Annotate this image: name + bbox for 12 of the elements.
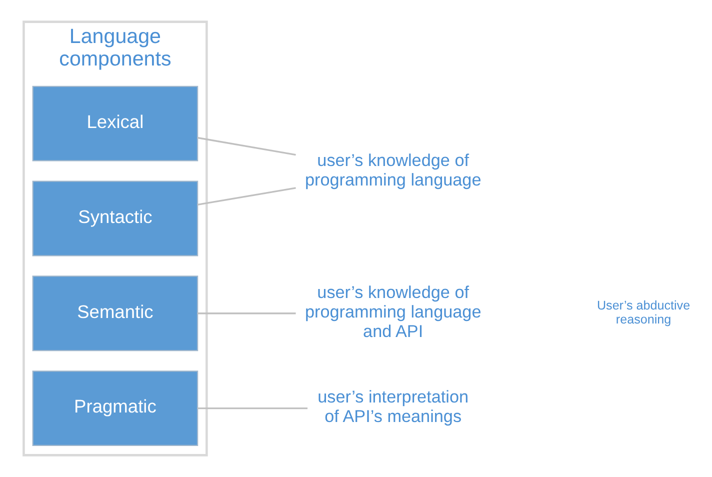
node-box: Lexical — [32, 86, 198, 162]
connector — [196, 136, 296, 156]
node-box: Syntactic — [32, 180, 198, 256]
node-text: user’s knowledge of programming language — [304, 150, 481, 190]
node-text: user’s knowledge of programming language and API — [304, 282, 481, 341]
connector — [197, 407, 307, 410]
node-box: Semantic — [32, 276, 198, 352]
node-text: user’s interpretation of API’s meanings — [317, 386, 468, 426]
connector — [197, 312, 296, 314]
connector — [196, 187, 296, 206]
node-box: Pragmatic — [32, 370, 198, 446]
label: User’s abductive reasoning — [596, 298, 690, 326]
